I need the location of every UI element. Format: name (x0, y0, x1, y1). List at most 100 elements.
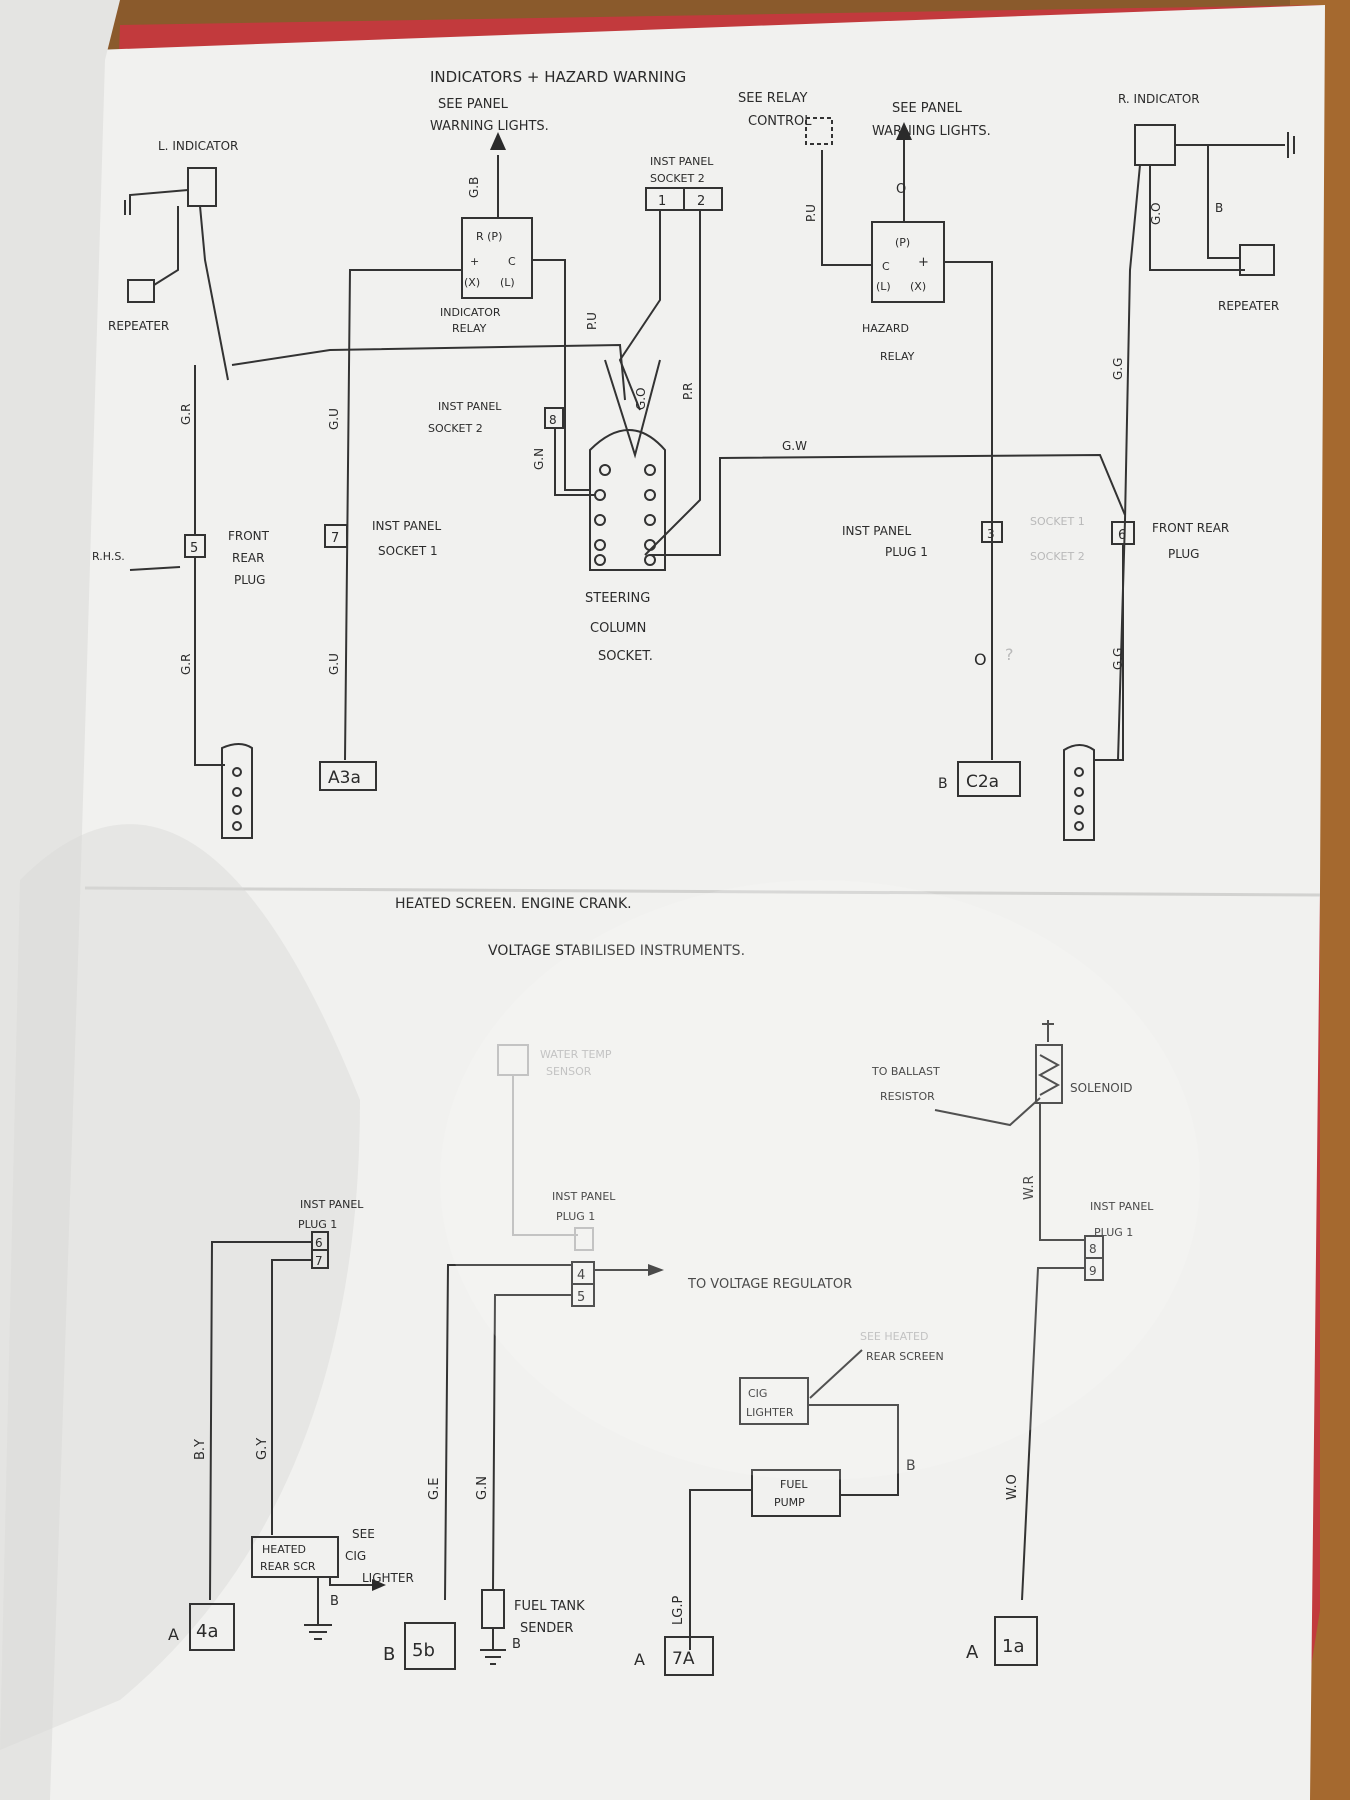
plug1-mid-pin-5: 5 (577, 1290, 585, 1305)
conn-5b-label: 5b (412, 1640, 435, 1661)
steering-socket-pins (594, 464, 656, 566)
glare (440, 880, 1200, 1480)
arrow-up-icon-left (490, 132, 506, 150)
inst-panel-socket1-label-2: SOCKET 1 (378, 544, 438, 558)
front-rear-left-label-1: FRONT (228, 529, 270, 543)
ind-relay-label-1: INDICATOR (440, 306, 501, 319)
gn-wire (492, 1294, 572, 1591)
see-panel-left-2: WARNING LIGHTS. (430, 119, 549, 134)
conn-5b-box (404, 1622, 456, 1670)
front-rear-right-label-1: FRONT REAR (1152, 521, 1229, 535)
ind-relay-term-l: (L) (500, 276, 515, 289)
c2a-connector (957, 761, 1021, 797)
arrow-right-icon-vreg (648, 1264, 664, 1276)
inst-panel-socket2-top-1: INST PANEL (650, 155, 714, 168)
plug1-mid-label-1: INST PANEL (552, 1190, 616, 1203)
svg-text:G.N: G.N (475, 1476, 490, 1500)
steering-funnel (604, 359, 661, 459)
plug1-left-label-2: PLUG 1 (298, 1218, 337, 1231)
inst-panel-socket1-label-1: INST PANEL (372, 519, 442, 533)
a3a-label: A3a (328, 768, 361, 788)
bottom-wire-labels: B.Y G.Y G.E G.N W.R W.O LG.P (193, 1175, 1037, 1625)
r-indicator-feed-wire (1117, 164, 1141, 761)
haz-relay-label-1: HAZARD (862, 322, 909, 335)
steering-label-3: SOCKET. (598, 649, 653, 664)
ind-relay-term-c: C (508, 255, 516, 268)
repeater-left-label: REPEATER (108, 319, 169, 333)
solenoid-top-lead (1042, 1020, 1054, 1042)
ge-wire (444, 1264, 572, 1601)
steering-column-socket-body (589, 429, 666, 571)
r-indicator-label: R. INDICATOR (1118, 92, 1200, 106)
c2a-label: C2a (966, 772, 999, 792)
svg-text:G.E: G.E (427, 1478, 442, 1500)
fuel-tank-b-label: B (512, 1637, 521, 1652)
heated-rear-to-cig-wire (329, 1577, 375, 1586)
ind-relay-term-plus: + (470, 255, 479, 268)
steering-label-1: STEERING (585, 591, 650, 606)
water-temp-label-1: WATER TEMP (540, 1048, 612, 1061)
solenoid-wire (1039, 1103, 1085, 1241)
gy-wire (271, 1259, 312, 1535)
gw-right-lower-wire (1095, 544, 1124, 761)
svg-text:P.U: P.U (585, 312, 599, 330)
faint-socket1: SOCKET 1 (1030, 515, 1085, 528)
svg-text:G.R: G.R (179, 404, 193, 425)
lgp-wire (689, 1489, 752, 1650)
socket2-mid-pin-num: 8 (549, 413, 557, 427)
ind-relay-to-a3a-wire (344, 269, 462, 761)
socket2-pin-1: 1 (658, 194, 666, 209)
hazard-to-c2a-wire (944, 261, 993, 760)
right-lamp-connector-pins (1074, 767, 1084, 831)
cross-wire-top (231, 343, 626, 401)
inst-panel-plug1-pin (981, 521, 1003, 543)
front-rear-left-label-2: REAR (232, 551, 264, 565)
inst-panel-socket2-mid-2: SOCKET 2 (428, 422, 483, 435)
ind-relay-term-x: (X) (464, 276, 480, 289)
indicator-relay-box (461, 217, 533, 299)
earth-icon-fuel-sender (480, 1628, 506, 1665)
top-diagram: INDICATORS + HAZARD WARNING SEE PANEL WA… (92, 68, 1295, 841)
see-cig-label-1: SEE (352, 1527, 375, 1541)
haz-relay-term-x: (X) (910, 280, 926, 293)
see-cig-label-3: LIGHTER (362, 1571, 414, 1585)
svg-text:G.O: G.O (1149, 202, 1163, 225)
relay-control-wire (821, 150, 872, 266)
front-rear-right-label-2: PLUG (1168, 547, 1199, 561)
see-relay-control-2: CONTROL (748, 114, 812, 129)
left-lamp-connector-pins (232, 767, 242, 831)
inst-panel-socket2-top-2: SOCKET 2 (650, 172, 705, 185)
conn-4a-label: 4a (196, 1621, 218, 1642)
ind-relay-label-2: RELAY (452, 322, 487, 335)
plug1-right-pin-9: 9 (1089, 1264, 1097, 1278)
ind-relay-to-steering-wire (532, 259, 590, 491)
haz-relay-label-2: RELAY (880, 350, 915, 363)
heated-rear-scr-label-1: HEATED (262, 1543, 306, 1556)
see-heated-label-1: SEE HEATED (860, 1330, 928, 1343)
svg-text:G.N: G.N (532, 448, 546, 470)
fuel-pump-label-1: FUEL (780, 1478, 808, 1491)
svg-text:B: B (1215, 201, 1223, 215)
faint-question: ? (1005, 645, 1014, 664)
bottom-title-2: VOLTAGE STABILISED INSTRUMENTS. (488, 943, 745, 959)
wo-wire (1021, 1267, 1085, 1601)
l-indicator-lamp (187, 167, 217, 207)
repeater-left-lamp (127, 279, 155, 303)
svg-text:B.Y: B.Y (193, 1439, 208, 1460)
svg-text:O: O (974, 650, 987, 669)
plug1-mid-faint-pin (574, 1227, 594, 1251)
see-panel-right-2: WARNING LIGHTS. (872, 124, 991, 139)
see-panel-left-1: SEE PANEL (438, 97, 509, 112)
inst-panel-plug1-label-1: INST PANEL (842, 524, 912, 538)
front-rear-plug-left-num: 5 (190, 541, 198, 556)
cig-pump-b-label: B (906, 1458, 916, 1474)
conn-5b-prefix: B (383, 1644, 395, 1665)
svg-text:O: O (896, 182, 906, 197)
previous-page-edge (0, 0, 120, 1800)
to-ballast-leader (934, 1097, 1041, 1127)
haz-relay-term-l: (L) (876, 280, 891, 293)
earth-icon-heated (304, 1577, 332, 1640)
fuel-pump-box (751, 1469, 841, 1517)
